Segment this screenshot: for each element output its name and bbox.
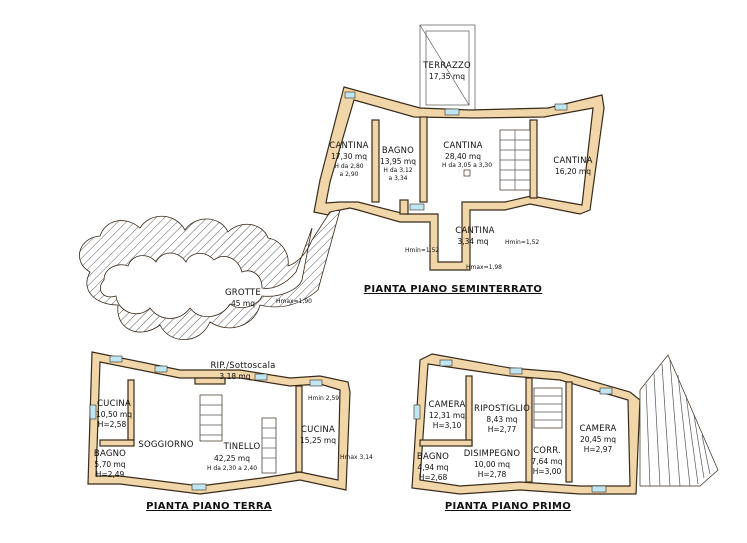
room-name: CANTINA bbox=[329, 141, 369, 151]
room-note: Hmax=1,90 bbox=[276, 298, 312, 305]
room-area: 4,94 mq bbox=[417, 463, 449, 472]
piano-terra-walls bbox=[87, 351, 351, 495]
room-note: H=2,77 bbox=[487, 425, 517, 434]
room-area: 12,31 mq bbox=[429, 411, 465, 420]
plan-title-primo: PIANTA PIANO PRIMO bbox=[444, 501, 572, 512]
room-name: GROTTE bbox=[225, 288, 261, 298]
room-name: CAMERA bbox=[428, 400, 466, 410]
room-name: CORR. bbox=[533, 446, 561, 456]
room-note: Hmin=1,52 bbox=[505, 239, 540, 246]
room-name: CUCINA bbox=[97, 399, 131, 409]
room-area: 17,30 mq bbox=[331, 152, 367, 161]
room-note: Hmax=1,98 bbox=[466, 264, 502, 271]
room-name: RIPOSTIGLIO bbox=[473, 404, 531, 414]
room-area: 13,95 mq bbox=[380, 157, 416, 166]
room-area: 8,43 mq bbox=[486, 415, 518, 424]
room-name: BAGNO bbox=[93, 449, 127, 459]
room-name: CAMERA bbox=[579, 424, 617, 434]
plan-piano-primo bbox=[411, 353, 719, 495]
room-area: 7,64 mq bbox=[531, 457, 563, 466]
room-area: 10,50 mq bbox=[96, 410, 132, 419]
room-area: 5,70 mq bbox=[94, 460, 126, 469]
room-name: CANTINA bbox=[455, 226, 495, 236]
room-area: 45 mq bbox=[231, 299, 255, 308]
room-area: 3,34 mq bbox=[457, 237, 489, 246]
plan-piano-terra bbox=[87, 351, 351, 495]
plan-seminterrato bbox=[79, 24, 605, 340]
room-note: H=2,58 bbox=[97, 420, 127, 429]
seminterrato-stair bbox=[499, 129, 531, 191]
room-note: H=2,68 bbox=[418, 473, 448, 482]
room-note: H da 2,80 bbox=[334, 163, 364, 170]
room-note: H=3,10 bbox=[432, 421, 462, 430]
room-name: DISIMPEGNO bbox=[463, 449, 521, 459]
room-name: CUCINA bbox=[301, 425, 335, 435]
room-note: H=3,00 bbox=[532, 467, 562, 476]
room-name: BAGNO bbox=[416, 452, 450, 462]
room-area: 16,20 mq bbox=[555, 167, 591, 176]
room-note: H=2,49 bbox=[95, 470, 125, 479]
plan-title-terra: PIANTA PIANO TERRA bbox=[146, 501, 272, 512]
primo-roof bbox=[639, 354, 719, 487]
room-note: a 3,34 bbox=[388, 175, 408, 182]
room-name: SOGGIORNO bbox=[138, 440, 194, 450]
room-note: Hmin=1,52 bbox=[405, 247, 440, 254]
primo-stair bbox=[533, 387, 563, 429]
room-area: 10,00 mq bbox=[474, 460, 510, 469]
room-area: 28,40 mq bbox=[445, 152, 481, 161]
room-note: a 2,90 bbox=[339, 171, 359, 178]
room-name: CANTINA bbox=[443, 141, 483, 151]
room-note: H da 3,12 bbox=[383, 167, 413, 174]
room-name: BAGNO bbox=[381, 146, 415, 156]
room-note: H da 3,05 a 3,30 bbox=[441, 162, 493, 169]
room-area: 15,25 mq bbox=[300, 436, 336, 445]
plan-title-seminterrato: PIANTA PIANO SEMINTERRATO bbox=[363, 284, 543, 295]
room-area: 42,25 mq bbox=[214, 454, 250, 463]
room-name: TINELLO bbox=[223, 442, 261, 452]
room-name: TERRAZZO bbox=[423, 61, 471, 71]
terra-stair bbox=[199, 394, 277, 474]
room-name: CANTINA bbox=[553, 156, 593, 166]
room-note: H=2,78 bbox=[477, 470, 507, 479]
room-area: 3,18 mq bbox=[219, 372, 251, 381]
grotte-caves bbox=[79, 209, 341, 340]
room-note: H=2,97 bbox=[583, 445, 613, 454]
room-note: Hmin 2,59 bbox=[308, 395, 340, 402]
room-area: 17,35 mq bbox=[429, 72, 465, 81]
room-note: H da 2,30 a 2,40 bbox=[206, 465, 258, 472]
room-note: Hmax 3,14 bbox=[340, 454, 373, 461]
room-name: RIP./Sottoscala bbox=[210, 361, 276, 371]
room-area: 20,45 mq bbox=[580, 435, 616, 444]
